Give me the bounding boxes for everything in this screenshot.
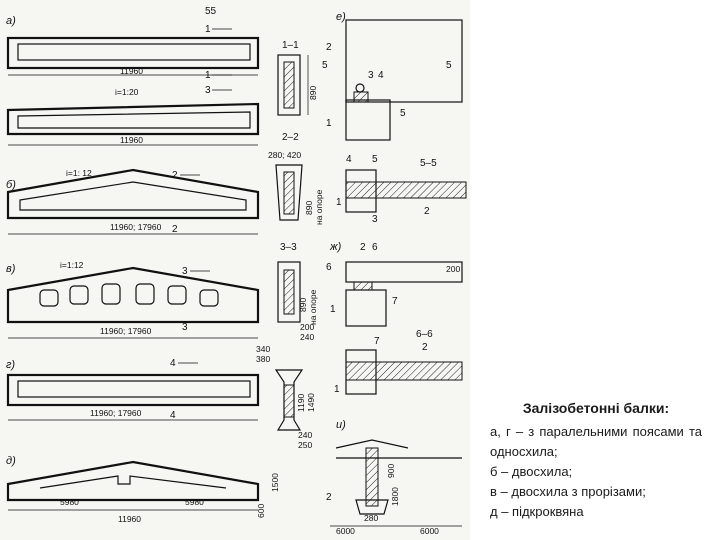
- marker-5-e-left: 5: [322, 60, 328, 71]
- dim-280-420: 280; 420: [268, 150, 301, 160]
- dim-240-b: 240: [298, 430, 312, 440]
- beam-v-elevation: в) і=1:12 3 11960; 17960 3: [6, 260, 260, 339]
- view-label-zh: ж): [329, 241, 342, 253]
- page-number: 55: [205, 6, 217, 17]
- dim-1490: 1490: [306, 393, 316, 412]
- marker-5-s5: 5: [372, 154, 378, 165]
- beam-a-elevation: а) 11960 1 1: [6, 15, 260, 81]
- view-label-e: е): [336, 11, 346, 23]
- marker-2-s5: 2: [424, 206, 430, 217]
- marker-4-e: 4: [378, 70, 384, 81]
- marker-4-bottom: 4: [170, 410, 176, 421]
- on-support-c: на опоре: [308, 289, 318, 325]
- marker-2-s6: 2: [422, 342, 428, 353]
- dim-200-a: 200: [300, 322, 314, 332]
- slope-1: і=1:20: [115, 87, 139, 97]
- marker-7-zh: 7: [392, 296, 398, 307]
- marker-6-zh: 6: [372, 242, 378, 253]
- dim-240-a: 240: [300, 332, 314, 342]
- length-g: 11960; 17960: [90, 408, 142, 418]
- length-a2: 11960: [120, 135, 143, 145]
- caption-item-b: б – двосхила;: [490, 464, 573, 479]
- section-2-2: 2–2 280; 420 890 на опоре: [268, 132, 324, 225]
- dim-250: 250: [298, 440, 312, 450]
- dim-600: 600: [256, 504, 266, 518]
- length-b: 11960; 17960: [110, 222, 162, 232]
- marker-4-top: 4: [170, 358, 176, 369]
- view-label-i: и): [336, 419, 346, 431]
- on-support-b: на опоре: [314, 189, 324, 225]
- length-d2: 5980: [185, 497, 204, 507]
- beam-drawing: 55 а) 11960 1 1 і=1:20 11960 3 1–1 890 б…: [0, 0, 470, 540]
- beam-g-elevation: г) 4 11960; 17960 4: [6, 358, 260, 421]
- slope-3: і=1:12: [60, 260, 84, 270]
- caption: Залізобетонні балки: а, г – з паралельни…: [490, 398, 702, 522]
- dim-340: 340: [256, 344, 270, 354]
- marker-3-e: 3: [368, 70, 374, 81]
- dim-280: 280: [364, 513, 378, 523]
- dim-380: 380: [256, 354, 270, 364]
- view-label-a: а): [6, 15, 16, 27]
- view-label-g: г): [6, 359, 15, 371]
- marker-2-e: 2: [326, 42, 332, 53]
- marker-1-zh: 1: [330, 304, 336, 315]
- dim-1500: 1500: [270, 473, 280, 492]
- dim-900: 900: [386, 464, 396, 478]
- length-d-total: 11960: [118, 514, 141, 524]
- dim-1800: 1800: [390, 487, 400, 506]
- dim-890-c: 890: [298, 298, 308, 312]
- section-1-1: 1–1 890: [277, 40, 318, 116]
- marker-1-s5: 1: [336, 197, 342, 208]
- dim-890-a: 890: [308, 86, 318, 100]
- marker-3-mid: 3: [182, 266, 188, 277]
- marker-2-i: 2: [326, 492, 332, 503]
- view-label-v: в): [6, 263, 16, 275]
- detail-zh: ж) 2 6 200 6 7 1: [326, 241, 463, 327]
- beam-d-elevation: д) 5980 5980 11960 1500 600: [6, 455, 280, 524]
- span-i-right: 6000: [420, 526, 439, 536]
- marker-3-bottom: 3: [182, 322, 188, 333]
- marker-5-e: 5: [400, 108, 406, 119]
- caption-item-d: д – підкроквяна: [490, 504, 584, 519]
- caption-title: Залізобетонні балки:: [522, 400, 670, 416]
- length-v: 11960; 17960: [100, 326, 152, 336]
- beam-b-elevation: б) і=1: 12 2 11960; 17960 2: [6, 168, 260, 235]
- marker-1-bottom: 1: [205, 70, 211, 81]
- view-label-d: д): [6, 455, 16, 467]
- section-title-2-2: 2–2: [282, 132, 299, 143]
- marker-6-zh-left: 6: [326, 262, 332, 273]
- section-title-5-5: 5–5: [420, 158, 437, 169]
- detail-e: е) 2 5 5 3 4 5 1: [322, 11, 463, 141]
- section-title-1-1: 1–1: [282, 40, 299, 51]
- section-4-4: 340 380 1190 1490 240 250: [256, 344, 316, 450]
- section-6-6: 6–6 7 2 1: [334, 329, 463, 395]
- dim-zh: 200: [446, 264, 460, 274]
- marker-1-e: 1: [326, 118, 332, 129]
- marker-2-zh: 2: [360, 242, 366, 253]
- beam-a2-elevation: і=1:20 11960 3: [6, 85, 260, 146]
- marker-2-bottom: 2: [172, 224, 178, 235]
- section-title-3-3: 3–3: [280, 242, 297, 253]
- marker-2-top: 2: [172, 170, 178, 181]
- view-label-b: б): [6, 179, 16, 191]
- marker-3-s5: 3: [372, 214, 378, 225]
- span-i-left: 6000: [336, 526, 355, 536]
- marker-5-e-right: 5: [446, 60, 452, 71]
- marker-3-top: 3: [205, 85, 211, 96]
- section-5-5: 5–5 4 5 1 3 2: [336, 154, 467, 225]
- caption-item-a-g: а, г – з паралельними поясами та односхи…: [490, 424, 702, 459]
- slope-2: і=1: 12: [66, 168, 92, 178]
- marker-1-top: 1: [205, 24, 211, 35]
- marker-4-s5: 4: [346, 154, 352, 165]
- length-a1: 11960: [120, 66, 143, 76]
- marker-7-s6: 7: [374, 336, 380, 347]
- caption-item-v: в – двосхила з прорізами;: [490, 484, 646, 499]
- dim-1190: 1190: [296, 393, 306, 412]
- dim-890-b: 890: [304, 201, 314, 215]
- marker-1-s6: 1: [334, 384, 340, 395]
- section-title-6-6: 6–6: [416, 329, 433, 340]
- detail-i: и) 900 1800 280 2 6000 6000: [326, 419, 462, 536]
- length-d1: 5980: [60, 497, 79, 507]
- section-3-3: 3–3 890 на опоре 200 240: [277, 242, 318, 342]
